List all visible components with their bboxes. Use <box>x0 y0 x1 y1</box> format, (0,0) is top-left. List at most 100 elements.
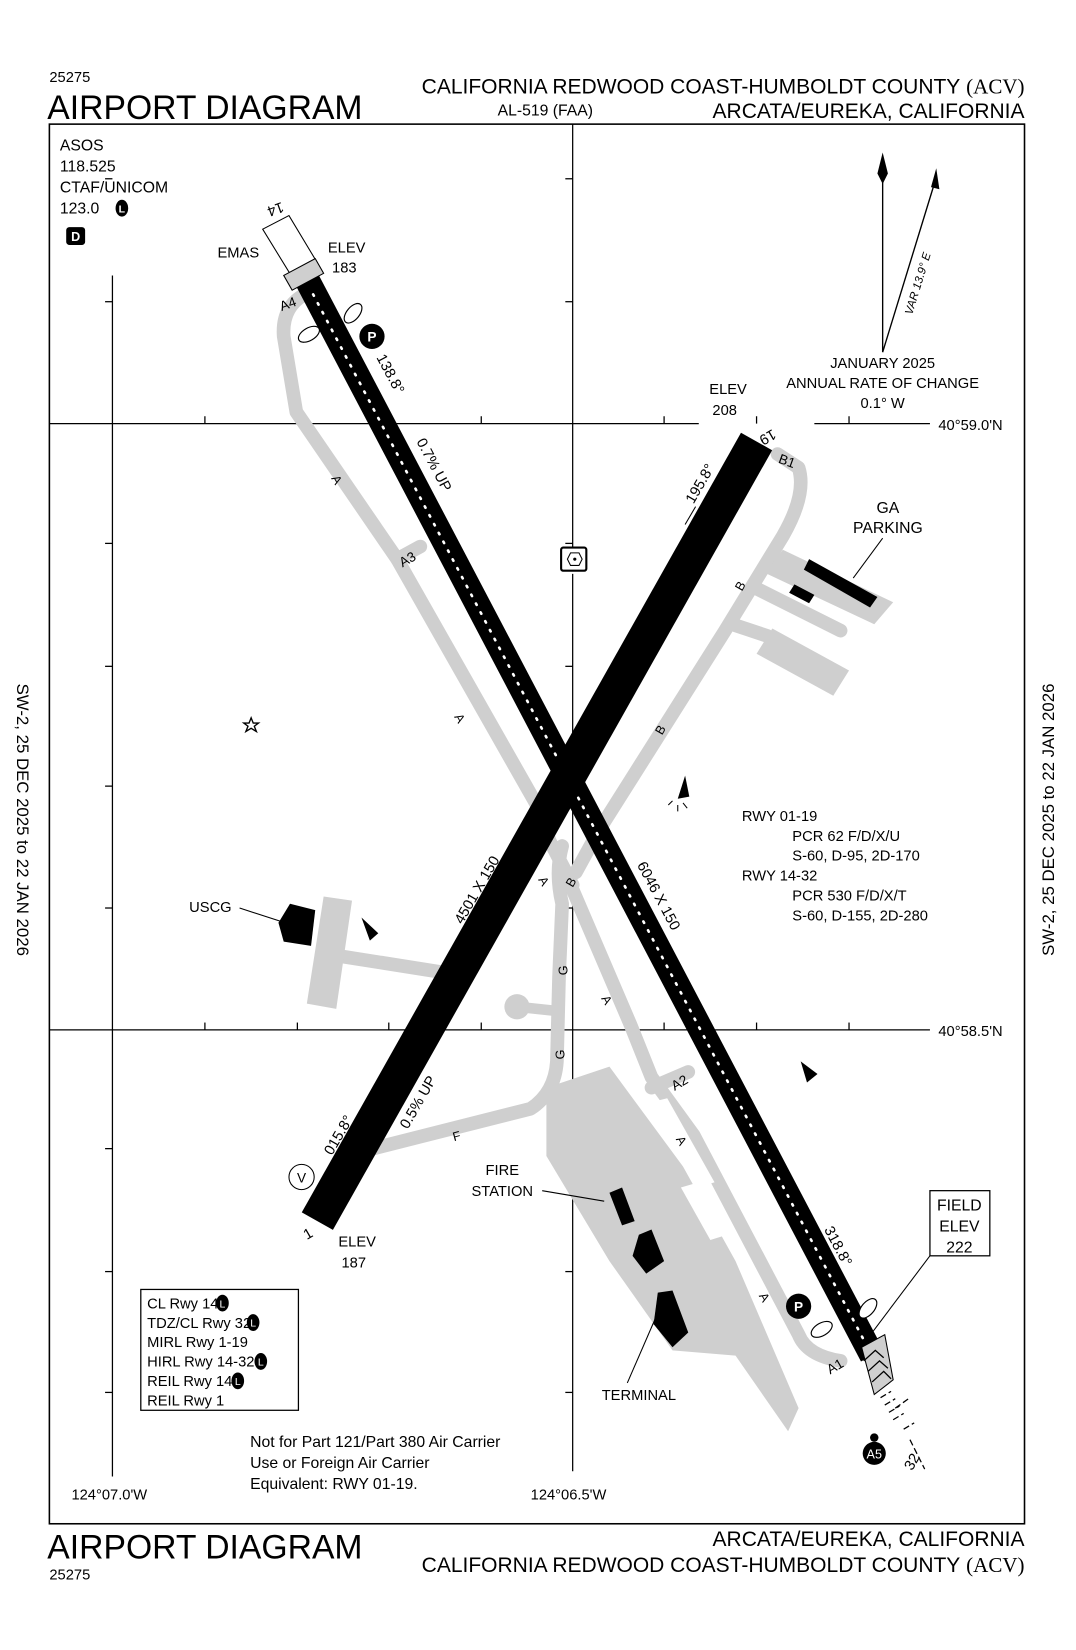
emas-label: EMAS <box>218 246 260 262</box>
magnetic-rate-label: ANNUAL RATE OF CHANGE <box>786 376 979 392</box>
right-margin-dates: SW-2, 25 DEC 2025 to 22 JAN 2026 <box>1039 684 1058 956</box>
terminal-label: TERMINAL <box>602 1388 676 1404</box>
diagram-frame <box>48 123 1026 1525</box>
ga-parking-label: GA <box>877 500 900 517</box>
lighting-badge-icon: L <box>231 1372 245 1390</box>
field-elev-value: 222 <box>946 1240 972 1257</box>
lighting-item: CL Rwy 14 <box>147 1296 218 1312</box>
lat-lon-grid <box>49 124 930 1477</box>
field-elev-label: ELEV <box>939 1219 980 1236</box>
runway-14-elev: 183 <box>332 260 357 276</box>
svg-text:L: L <box>250 1318 256 1330</box>
pcr-runway: RWY 14-32 <box>742 869 817 885</box>
taxiway-label-a: A <box>451 711 468 726</box>
left-margin-dates: SW-2, 25 DEC 2025 to 22 JAN 2026 <box>13 684 32 956</box>
north-arrow-icon <box>877 152 940 353</box>
a5-hotspot-icon: A5 <box>862 1433 886 1465</box>
d-atis-badge-icon: D <box>66 227 86 245</box>
runway-19-elev: 208 <box>712 403 737 419</box>
lighting-badge-icon: L <box>216 1294 229 1312</box>
pcr-weights: S-60, D-95, 2D-170 <box>792 849 919 865</box>
wind-indicator-icon <box>800 1061 818 1083</box>
asos-frequency: 118.525 <box>60 158 116 175</box>
location-bottom: ARCATA/EUREKA, CALIFORNIA <box>713 1528 1025 1551</box>
runway-1-elev-label: ELEV <box>338 1234 376 1250</box>
airport-beacon-icon <box>241 715 261 734</box>
wind-indicator-icon <box>361 917 379 941</box>
leader-line <box>626 1302 663 1384</box>
airport-id: (ACV) <box>966 75 1024 99</box>
approach-lights-icon <box>880 1390 926 1470</box>
lat-south-label: 40°58.5'N <box>938 1024 1002 1040</box>
lighting-badge-icon: L <box>254 1353 268 1370</box>
taxiway-label-a2: A2 <box>669 1072 691 1093</box>
runway-1-19 <box>301 432 773 1230</box>
runway-1-elev: 187 <box>342 1255 367 1271</box>
lighting-item: REIL Rwy 1 <box>147 1394 224 1410</box>
buildings <box>278 559 878 1348</box>
pcr-weights: S-60, D-155, 2D-280 <box>792 909 928 925</box>
svg-text:P: P <box>367 330 376 345</box>
leader-line <box>871 1255 931 1333</box>
leader-line <box>239 907 282 923</box>
airport-name-top: CALIFORNIA REDWOOD COAST-HUMBOLDT COUNTY… <box>422 75 1025 99</box>
magnetic-date: JANUARY 2025 <box>830 356 935 372</box>
chart-number-bottom: 25275 <box>49 1567 90 1583</box>
taxiway-label-a: A <box>535 874 552 889</box>
airport-name: CALIFORNIA REDWOOD COAST-HUMBOLDT COUNTY <box>422 76 961 99</box>
magnetic-variation: VAR 13.9° E <box>903 251 933 316</box>
note-line: Not for Part 121/Part 380 Air Carrier <box>250 1434 500 1451</box>
runway-14-32 <box>293 269 884 1362</box>
field-elev-label: FIELD <box>937 1198 982 1215</box>
parking-icon: P <box>785 1293 812 1319</box>
svg-text:L: L <box>258 1357 264 1369</box>
lighting-badge-icon: L <box>115 199 129 217</box>
parking-icon: P <box>359 323 385 349</box>
taxiway-label-f: F <box>451 1129 462 1145</box>
chart-number-top: 25275 <box>49 70 90 86</box>
svg-text:L: L <box>235 1376 241 1388</box>
pavement-info: RWY 01-19 PCR 62 F/D/X/U S-60, D-95, 2D-… <box>742 809 928 925</box>
lighting-item: TDZ/CL Rwy 32 <box>147 1316 251 1332</box>
airport-id: (ACV) <box>966 1553 1024 1577</box>
svg-text:P: P <box>794 1300 803 1315</box>
airport-name: CALIFORNIA REDWOOD COAST-HUMBOLDT COUNTY <box>422 1554 961 1577</box>
runway-19-end-label: 19 <box>756 425 778 447</box>
lon-east-label: 124°06.5'W <box>531 1488 607 1504</box>
leader-line <box>542 1190 605 1202</box>
taxiway-label-a4: A4 <box>278 294 299 314</box>
airport-name-bottom: CALIFORNIA REDWOOD COAST-HUMBOLDT COUNTY… <box>422 1553 1025 1577</box>
field-elevation-box <box>929 1190 991 1257</box>
lon-west-label: 124°07.0'W <box>71 1488 147 1504</box>
wind-cone-icon <box>667 775 690 812</box>
page-title-top: AIRPORT DIAGRAM <box>47 89 362 127</box>
procedure-id: AL-519 (FAA) <box>498 103 593 120</box>
emas-icon <box>261 214 325 291</box>
fire-station-label: FIRE <box>486 1163 520 1179</box>
lighting-badge-icon: L <box>246 1314 260 1331</box>
page-title-bottom: AIRPORT DIAGRAM <box>47 1528 362 1566</box>
runway-14-end-label: 14 <box>265 198 286 219</box>
taxiway-label-a3: A3 <box>396 549 418 570</box>
pcr-runway: RWY 01-19 <box>742 809 817 825</box>
leader-line <box>852 537 884 579</box>
taxiway-label-g: G <box>556 965 570 975</box>
heading-arrow-icon <box>684 506 697 525</box>
runway-32-end-label: 32 <box>902 1451 924 1473</box>
vor-icon <box>560 546 588 572</box>
lighting-item: HIRL Rwy 14-32 <box>147 1355 254 1371</box>
taxiway-label-b1: B1 <box>777 451 798 471</box>
taxiway-label-a1: A1 <box>824 1356 846 1377</box>
note-line: Equivalent: RWY 01-19. <box>250 1476 418 1493</box>
uscg-label: USCG <box>189 900 231 916</box>
runway-1-end-label: 1 <box>301 1226 316 1244</box>
svg-text:L: L <box>119 203 126 215</box>
approach-chevrons-icon <box>863 1349 892 1383</box>
pcr-value: PCR 530 F/D/X/T <box>792 889 906 905</box>
note-line: Use or Foreign Air Carrier <box>250 1455 429 1472</box>
taxiway-label-a: A <box>598 993 615 1008</box>
lighting-item: REIL Rwy 14 <box>147 1374 232 1390</box>
fire-station-label: STATION <box>472 1184 534 1200</box>
